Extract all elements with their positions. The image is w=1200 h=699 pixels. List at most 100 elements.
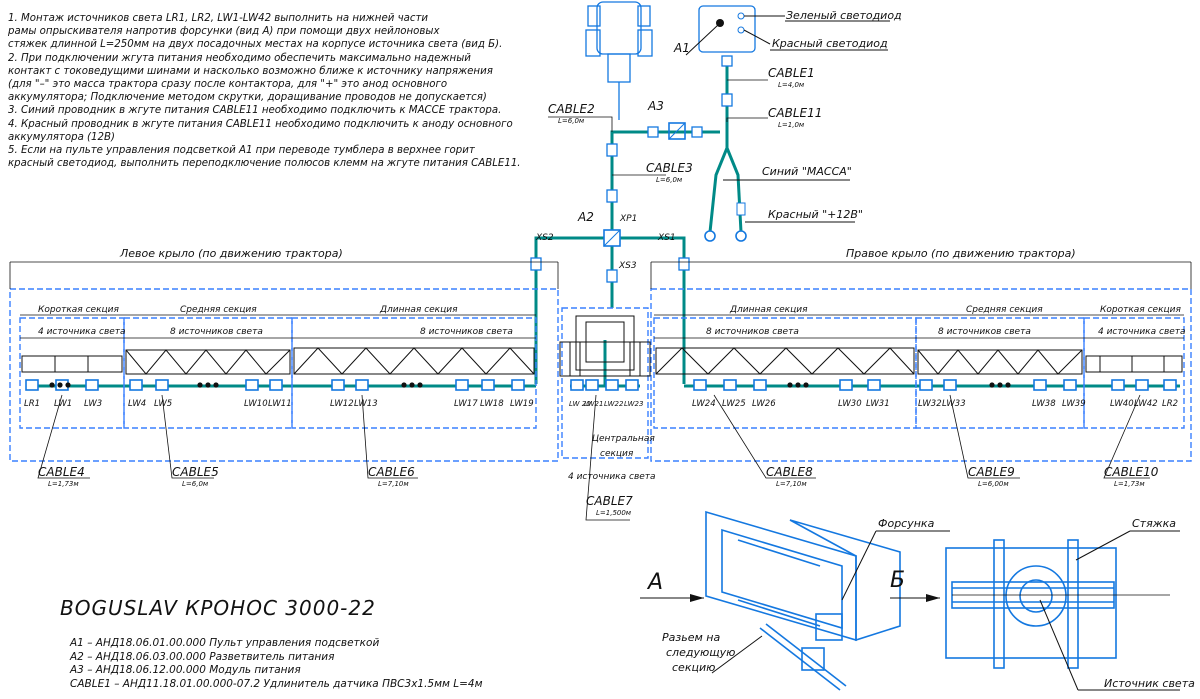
tie-label: Стяжка	[1132, 517, 1176, 530]
drawing-title: BOGUSLAV КРОНОС 3000-22	[60, 596, 376, 620]
fuse-icon	[736, 202, 746, 216]
lights-count-label: 4 источника света	[38, 327, 126, 337]
section-label: Длинная секция	[379, 305, 458, 315]
leader-line	[743, 29, 771, 45]
cable-name-label: CABLE10	[1104, 465, 1159, 479]
a2-label: А2	[577, 210, 594, 224]
section-frame	[915, 317, 1085, 429]
cable-name-label: CABLE11	[768, 106, 822, 120]
view-a-label: А	[646, 570, 663, 595]
lamp-label: LW30	[838, 399, 862, 409]
left-wing-frame	[9, 288, 559, 462]
plus-terminal-icon	[735, 230, 747, 242]
ground-terminal-icon	[704, 230, 716, 242]
lamp-label: LR1	[24, 399, 40, 409]
central-section-label: секция	[600, 449, 634, 459]
light-source-icon	[355, 379, 369, 391]
power-module-a3	[668, 122, 686, 140]
section-label: Длинная секция	[729, 305, 808, 315]
light-source-icon	[129, 379, 143, 391]
light-source-icon	[1163, 379, 1177, 391]
note-line: 5. Если на пульте управления подсветкой …	[8, 145, 475, 157]
connector-label: следующую	[666, 646, 735, 659]
connector-icon	[647, 126, 659, 138]
section-frame	[1083, 317, 1185, 429]
module-diagonal	[668, 122, 686, 140]
ground-label: Синий "МАССА"	[762, 165, 852, 178]
lamp-label: LW1	[54, 399, 72, 409]
boom-truss	[21, 347, 1183, 375]
cable-name-label: CABLE4	[38, 465, 85, 479]
cable-name-label: CABLE1	[768, 66, 815, 80]
light-source-icon	[753, 379, 767, 391]
plus-label: Красный "+12В"	[768, 208, 863, 221]
connector-icon	[678, 257, 690, 271]
light-source-icon	[1111, 379, 1125, 391]
lights-count-label: 8 источников света	[938, 327, 1031, 337]
cable-length-label: L=1,0м	[778, 121, 805, 129]
light-source-icon	[625, 379, 639, 391]
xs3-label: XS3	[618, 261, 637, 271]
right-wing-frame	[650, 288, 1192, 462]
nozzle-label: Форсунка	[878, 517, 935, 530]
lights-count-label: 4 источника света	[1098, 327, 1186, 337]
cable-name-label: CABLE8	[766, 465, 813, 479]
lamp-label: LW13	[354, 399, 378, 409]
splitter-diagonal	[603, 229, 621, 247]
lights-count-label: 8 источников света	[706, 327, 799, 337]
leader-line	[1075, 530, 1131, 561]
light-source-icon	[511, 379, 525, 391]
note-line: рамы опрыскивателя напротив форсунки (ви…	[8, 26, 440, 38]
light-source-icon	[585, 379, 599, 391]
leader-line	[1039, 599, 1079, 691]
legend-line: А1 – АНД18.06.01.00.000 Пульт управления…	[70, 637, 380, 649]
central-section-frame	[561, 307, 649, 459]
legend-line: А3 – АНД18.06.12.00.000 Модуль питания	[70, 664, 301, 676]
a1-label: А1	[673, 41, 690, 55]
lamp-label: LW4	[128, 399, 146, 409]
light-source-icon	[269, 379, 283, 391]
light-source-icon	[1033, 379, 1047, 391]
light-source-icon	[25, 379, 39, 391]
component-legend: А1 – АНД18.06.01.00.000 Пульт управления…	[70, 637, 483, 691]
lamp-label: LW42	[1134, 399, 1158, 409]
cable-length-label: L=4,0м	[778, 81, 805, 89]
light-source-label: Источник света	[1104, 677, 1195, 690]
central-section-label: Центральная	[592, 434, 655, 444]
light-source-icon	[1135, 379, 1149, 391]
lamp-label: LW33	[942, 399, 966, 409]
red-led-label: Красный светодиод	[772, 37, 888, 50]
section-frame	[291, 317, 537, 429]
lamp-label: LW21	[584, 400, 603, 408]
note-line: (для "–" это масса трактора сразу после …	[8, 79, 448, 91]
lamp-label: LW25	[722, 399, 746, 409]
view-b-drawing	[945, 539, 1170, 669]
light-source-icon	[943, 379, 957, 391]
arrow-head-icon	[926, 594, 940, 602]
leader-line	[841, 530, 877, 601]
lamp-label: LW3	[84, 399, 102, 409]
light-source-icon	[155, 379, 169, 391]
connector-icon	[530, 257, 542, 271]
light-source-icon	[723, 379, 737, 391]
connector-icon	[606, 143, 618, 157]
a1-leader	[685, 24, 719, 56]
left-wing-label: Левое крыло (по движению трактора)	[119, 247, 343, 260]
lights-count-label: 8 источников света	[420, 327, 513, 337]
xp1-label: XP1	[619, 214, 637, 224]
note-line: стяжек длинной L=250мм на двух посадочны…	[8, 39, 503, 51]
light-source-icon	[455, 379, 469, 391]
note-line: 2. При подключении жгута питания необход…	[8, 52, 471, 64]
section-label: Средняя секция	[180, 305, 257, 315]
connector-icon	[606, 269, 618, 283]
cable-name-label: CABLE6	[368, 465, 415, 479]
lamp-label: LW11	[268, 399, 292, 409]
cable-length-label: L=6,0м	[182, 480, 209, 488]
connector-label: секцию	[672, 661, 715, 674]
light-source-icon	[839, 379, 853, 391]
lamp-label: LW 20	[569, 400, 591, 408]
cable-name-label: CABLE5	[172, 465, 219, 479]
ellipsis-dots	[49, 382, 1011, 388]
